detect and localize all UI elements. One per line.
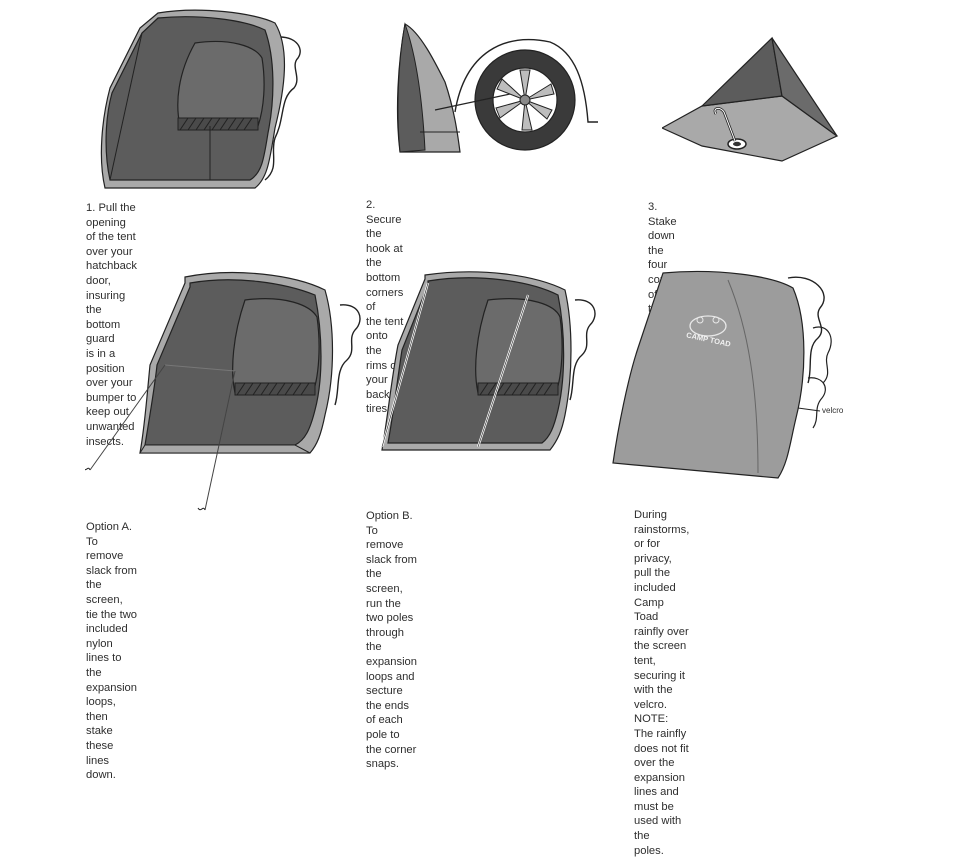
option-a-nylon-lines-illustration <box>85 265 370 515</box>
stake-corner-svg <box>662 36 839 162</box>
caption-line: included Camp Toad rainfly over the scre… <box>634 581 689 653</box>
stake-corner-illustration <box>662 36 842 166</box>
tent-over-hatchback-illustration <box>80 8 320 196</box>
rainfly-over-tent-illustration: CAMP TOAD <box>608 268 868 483</box>
caption-line: 2. Secure the hook at the bottom corners… <box>366 199 404 314</box>
step-2-caption: 2. Secure the hook at the bottom corners… <box>366 198 403 417</box>
caption-line: is in a position over your bumper to kee… <box>86 347 137 419</box>
caption-line: the corner snaps. <box>366 743 417 771</box>
caption-line: 1. Pull the opening of the tent over you… <box>86 202 136 258</box>
caption-line: loops and secture the ends of each pole … <box>366 670 415 741</box>
caption-line: During rainstorms, or for privacy, pull … <box>634 509 690 580</box>
hook-on-tire-rim-svg <box>396 22 598 153</box>
tent-over-hatchback-svg <box>100 9 301 189</box>
rainfly-over-tent-svg: CAMP TOAD <box>612 270 832 479</box>
caption-line: expansion lines and must be used with th… <box>634 771 686 843</box>
caption-line: poles. <box>634 844 664 857</box>
caption-line: run the two poles through the expansion <box>366 597 418 668</box>
velcro-callout: velcro <box>822 406 844 415</box>
caption-line: Option B. To remove slack from the scree… <box>366 510 417 595</box>
caption-line: hatchback door, insuring the bottom guar… <box>86 260 137 346</box>
caption-line: the tent onto the rims of your back tire… <box>366 315 404 416</box>
caption-line: NOTE: The rainfly does not fit over the <box>634 713 689 770</box>
option-b-poles-illustration <box>370 265 610 465</box>
step-1-caption: 1. Pull the opening of the tent over you… <box>86 201 137 449</box>
caption-line: tent, securing it with the velcro. <box>634 654 685 711</box>
rainfly-caption: During rainstorms, or for privacy, pull … <box>634 508 689 858</box>
caption-line: Option A. To remove slack from the scree… <box>86 521 137 606</box>
hook-on-tire-rim-illustration <box>360 22 600 162</box>
caption-line: tie the two included nylon lines to the <box>86 608 137 679</box>
option-b-poles-svg <box>380 271 596 451</box>
option-a-caption: Option A. To remove slack from the scree… <box>86 520 137 783</box>
option-a-nylon-lines-svg <box>85 271 361 511</box>
option-b-caption: Option B. To remove slack from the scree… <box>366 509 417 772</box>
caption-line: expansion loops, then stake these lines … <box>86 681 138 782</box>
